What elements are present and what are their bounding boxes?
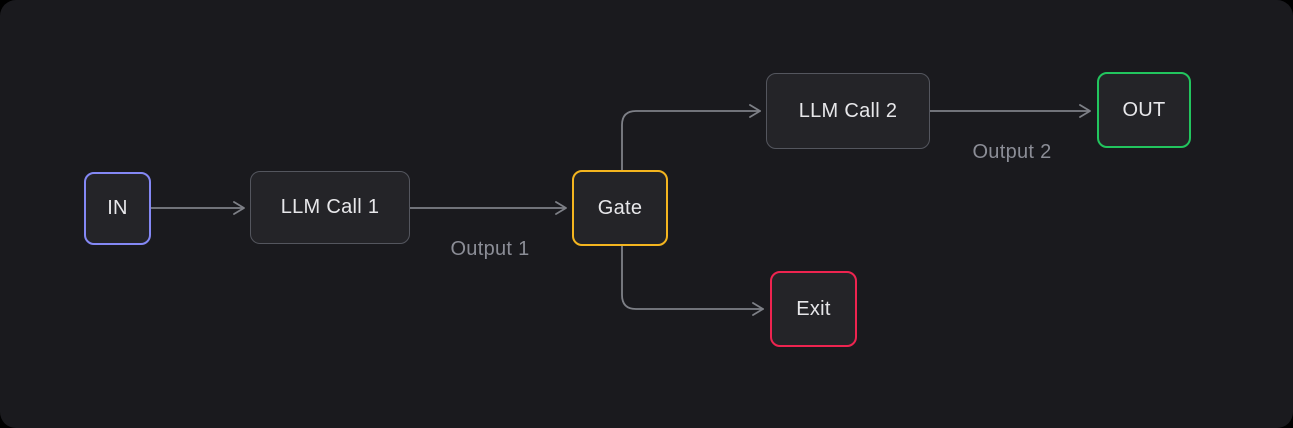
node-out[interactable]: OUT bbox=[1097, 72, 1191, 148]
node-llm-call-1[interactable]: LLM Call 1 bbox=[250, 171, 410, 244]
edge-label-output-1: Output 1 bbox=[450, 238, 530, 260]
edge-label-output-2: Output 2 bbox=[972, 141, 1052, 163]
node-in[interactable]: IN bbox=[84, 172, 151, 245]
edge-gate-to-llm-call-2 bbox=[621, 104, 761, 171]
node-in-label: IN bbox=[107, 197, 128, 219]
node-gate[interactable]: Gate bbox=[572, 170, 668, 246]
node-exit-label: Exit bbox=[796, 297, 831, 320]
node-llm-call-2[interactable]: LLM Call 2 bbox=[766, 73, 930, 149]
edge-gate-to-exit bbox=[621, 245, 764, 316]
node-out-label: OUT bbox=[1122, 98, 1166, 121]
node-gate-label: Gate bbox=[597, 196, 643, 219]
node-llm-call-1-label: LLM Call 1 bbox=[280, 196, 380, 218]
node-llm-call-2-label: LLM Call 2 bbox=[798, 99, 898, 122]
node-exit[interactable]: Exit bbox=[770, 271, 857, 347]
